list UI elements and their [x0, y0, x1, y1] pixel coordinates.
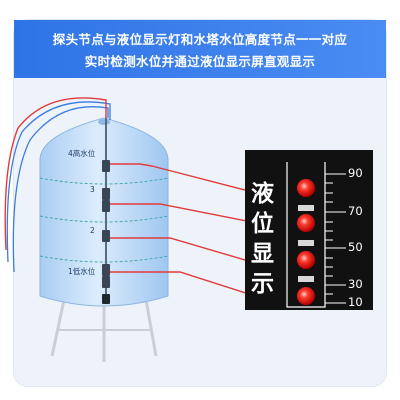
scale-label-50: 50	[348, 240, 363, 254]
lamp-3	[297, 214, 315, 232]
lamp-separator	[298, 276, 314, 282]
red-wire-left	[4, 97, 107, 251]
level-label-2: 2	[90, 226, 95, 235]
panel-scale-frame	[286, 162, 326, 308]
scale-label-30: 30	[348, 277, 363, 291]
probe-nodes	[102, 160, 110, 304]
lamp-1	[297, 287, 315, 305]
caption-line-1: 探头节点与液位显示灯和水塔水位高度节点一一对应	[52, 32, 348, 47]
lamp-separator	[298, 240, 314, 246]
level-label-4: 4高水位	[68, 149, 96, 158]
panel-char-4: 示	[251, 271, 274, 297]
caption-banner: 探头节点与液位显示灯和水塔水位高度节点一一对应 实时检测水位并通过液位显示屏直观…	[14, 20, 386, 78]
tank-legs	[50, 299, 158, 362]
scale-label-70: 70	[348, 204, 363, 218]
scale-ticks	[325, 173, 346, 304]
lamp-4	[297, 179, 315, 197]
lamp-separator	[298, 205, 314, 211]
panel-char-3: 显	[251, 241, 274, 267]
caption-line-2: 实时检测水位并通过液位显示屏直观显示	[84, 54, 316, 69]
tank-top	[98, 119, 110, 125]
level-lamps	[297, 179, 315, 305]
scale-label-10: 10	[348, 295, 363, 309]
scale-label-90: 90	[348, 166, 363, 180]
panel-char-1: 液	[251, 181, 274, 207]
panel-char-2: 位	[251, 211, 274, 237]
lamp-2	[297, 251, 315, 269]
level-label-3: 3	[90, 185, 95, 194]
blue-wires	[6, 101, 111, 273]
level-label-1: 1低水位	[68, 267, 96, 276]
